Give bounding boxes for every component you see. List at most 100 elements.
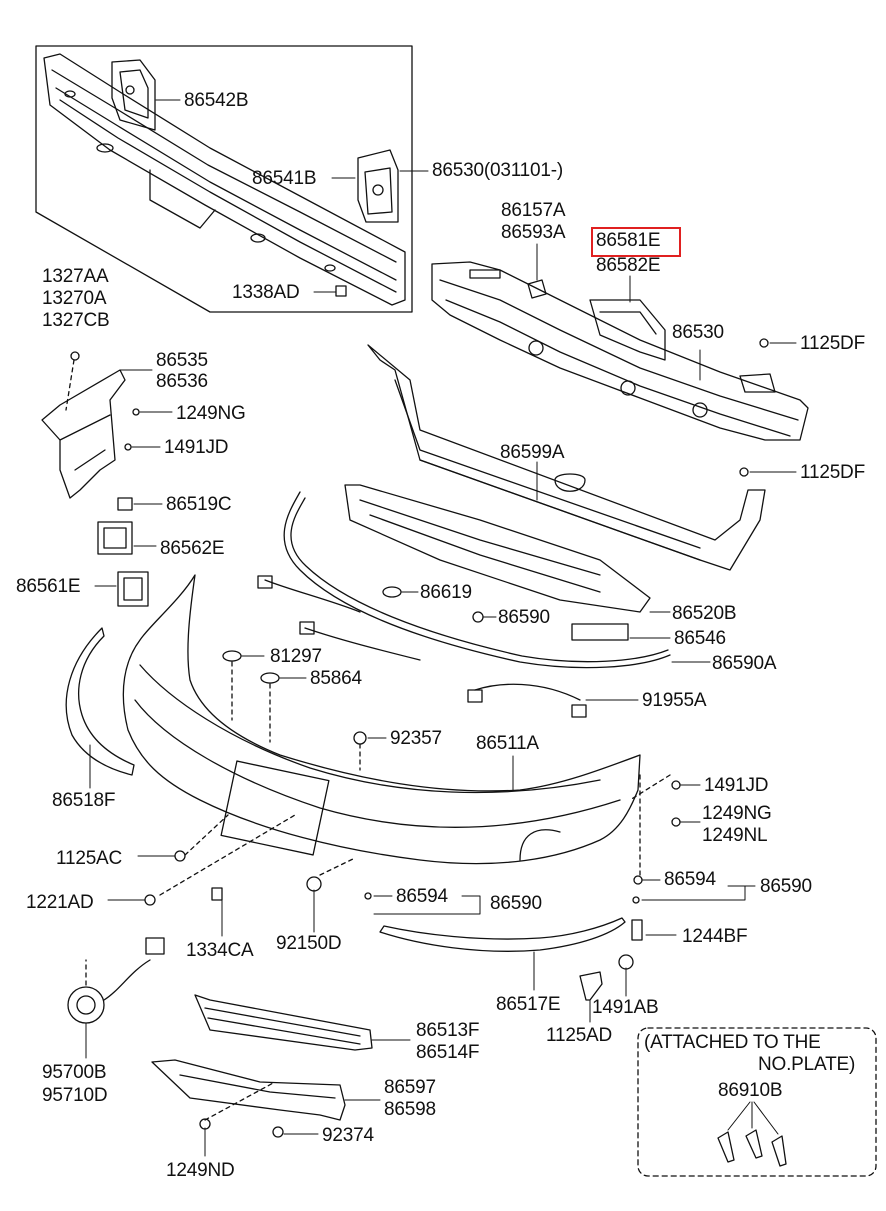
part-label-86598[interactable]: 86598 [384, 1099, 436, 1120]
clip-92357 [353, 731, 367, 745]
screw-86590-c [632, 896, 640, 904]
part-label-1249ND[interactable]: 1249ND [166, 1160, 235, 1181]
bracket-86561E [117, 571, 149, 607]
part-label-13270A[interactable]: 13270A [42, 288, 107, 309]
grille-86513F [194, 994, 373, 1051]
bolt-1125AC [174, 850, 186, 862]
screw-1249NG-b [671, 817, 681, 827]
part-label-91955A[interactable]: 91955A [642, 690, 707, 711]
part-label-86519C[interactable]: 86519C [166, 494, 232, 515]
part-label-1338AD[interactable]: 1338AD [232, 282, 300, 303]
part-label-86590-c[interactable]: 86590 [490, 893, 542, 914]
clip-86157A [527, 279, 547, 299]
leader-lines [85, 99, 797, 1157]
part-label-1249NG-a[interactable]: 1249NG [176, 403, 246, 424]
nut-1334CA [211, 887, 223, 901]
bumper-cover-86511A [122, 574, 641, 865]
nut-1491AB [618, 954, 634, 970]
part-label-86530[interactable]: 86530 [672, 322, 724, 343]
part-label-1125AD[interactable]: 1125AD [546, 1025, 613, 1046]
part-label-1221AD[interactable]: 1221AD [26, 892, 94, 913]
part-label-95710D[interactable]: 95710D [42, 1085, 108, 1106]
part-label-86582E[interactable]: 86582E [596, 255, 661, 276]
part-label-1334CA[interactable]: 1334CA [186, 940, 254, 961]
part-label-86619[interactable]: 86619 [420, 582, 472, 603]
clip-92150D [306, 876, 322, 892]
part-label-1125AC[interactable]: 1125AC [56, 848, 123, 869]
part-label-86910B[interactable]: 86910B [718, 1080, 783, 1101]
bracket-86542B [111, 59, 156, 131]
part-label-86157A[interactable]: 86157A [501, 200, 566, 221]
bolt-1244BF [631, 919, 643, 941]
strip-86517E [379, 917, 626, 952]
part-label-86599A[interactable]: 86599A [500, 442, 565, 463]
screw-1221AD [144, 894, 156, 906]
part-label-86597[interactable]: 86597 [384, 1077, 436, 1098]
bracket-86541B [357, 149, 399, 223]
screw-86594-a [364, 892, 372, 900]
bracket-86581E [589, 299, 666, 361]
screw-86594-b [633, 875, 643, 885]
part-label-86581E[interactable]: 86581E [596, 230, 661, 251]
part-label-1249NG-b[interactable]: 1249NG [702, 803, 772, 824]
connector-91955A-b [299, 621, 315, 635]
bolt-1125DF-a [759, 338, 769, 348]
connector-91955A-c [467, 689, 483, 703]
grommet-85864 [260, 672, 280, 684]
part-label-86542B[interactable]: 86542B [184, 90, 249, 111]
harness-86590A [264, 491, 671, 701]
part-label-92357[interactable]: 92357 [390, 728, 442, 749]
part-label-95700B[interactable]: 95700B [42, 1062, 107, 1083]
part-label-86590A[interactable]: 86590A [712, 653, 777, 674]
inset-box-outline [35, 45, 413, 313]
grommet-81297 [222, 650, 242, 662]
support-86599A [367, 344, 766, 571]
dashed-guides [65, 359, 671, 1121]
part-label-1125DF-b[interactable]: 1125DF [800, 462, 865, 483]
part-label-86520B[interactable]: 86520B [672, 603, 737, 624]
part-label-86511A[interactable]: 86511A [476, 733, 539, 754]
part-label-1491JD-a[interactable]: 1491JD [164, 437, 229, 458]
part-label-1249NL[interactable]: 1249NL [702, 825, 768, 846]
part-label-1327CB[interactable]: 1327CB [42, 310, 110, 331]
fog-lamp-95700B [67, 937, 165, 1024]
part-label-92374[interactable]: 92374 [322, 1125, 374, 1146]
part-label-86561E[interactable]: 86561E [16, 576, 81, 597]
part-label-86562E[interactable]: 86562E [160, 538, 225, 559]
part-label-86541B[interactable]: 86541B [252, 168, 317, 189]
bracket-86562E [97, 521, 133, 555]
part-label-86518F[interactable]: 86518F [52, 790, 116, 811]
clip-1327AA [70, 351, 80, 361]
part-label-1125DF-a[interactable]: 1125DF [800, 333, 865, 354]
part-label-86590-b[interactable]: 86590 [760, 876, 812, 897]
part-label-86535[interactable]: 86535 [156, 350, 208, 371]
part-label-92150D[interactable]: 92150D [276, 933, 342, 954]
part-label-1491JD-b[interactable]: 1491JD [704, 775, 769, 796]
part-label-86590-a[interactable]: 86590 [498, 607, 550, 628]
clip-86519C [117, 497, 133, 511]
part-label-86513F[interactable]: 86513F [416, 1020, 480, 1041]
part-label-86594-a[interactable]: 86594 [664, 869, 716, 890]
part-label-86514F[interactable]: 86514F [416, 1042, 480, 1063]
part-label-1244BF[interactable]: 1244BF [682, 926, 748, 947]
part-label-86546[interactable]: 86546 [674, 628, 726, 649]
absorber-86520B [344, 484, 651, 613]
part-label-85864[interactable]: 85864 [310, 668, 362, 689]
part-label-1327AA[interactable]: 1327AA [42, 266, 109, 287]
part-label-86594-b[interactable]: 86594 [396, 886, 448, 907]
bolt-1125AD [579, 971, 603, 1001]
part-label-86593A[interactable]: 86593A [501, 222, 566, 243]
part-label-86536[interactable]: 86536 [156, 371, 208, 392]
attached-box [637, 1027, 877, 1177]
inset-beam [43, 53, 406, 306]
highlight-box-86581E [591, 227, 681, 257]
clip-86590 [472, 611, 484, 623]
grommet-86619 [382, 586, 402, 598]
part-label-1491AB[interactable]: 1491AB [592, 997, 659, 1018]
bolt-1125DF-b [739, 467, 749, 477]
part-label-81297[interactable]: 81297 [270, 646, 322, 667]
side-bracket-86535 [41, 369, 126, 499]
pad-86546 [571, 623, 629, 641]
part-label-86530-dated[interactable]: 86530(031101-) [432, 160, 564, 181]
part-label-86517E[interactable]: 86517E [496, 994, 561, 1015]
